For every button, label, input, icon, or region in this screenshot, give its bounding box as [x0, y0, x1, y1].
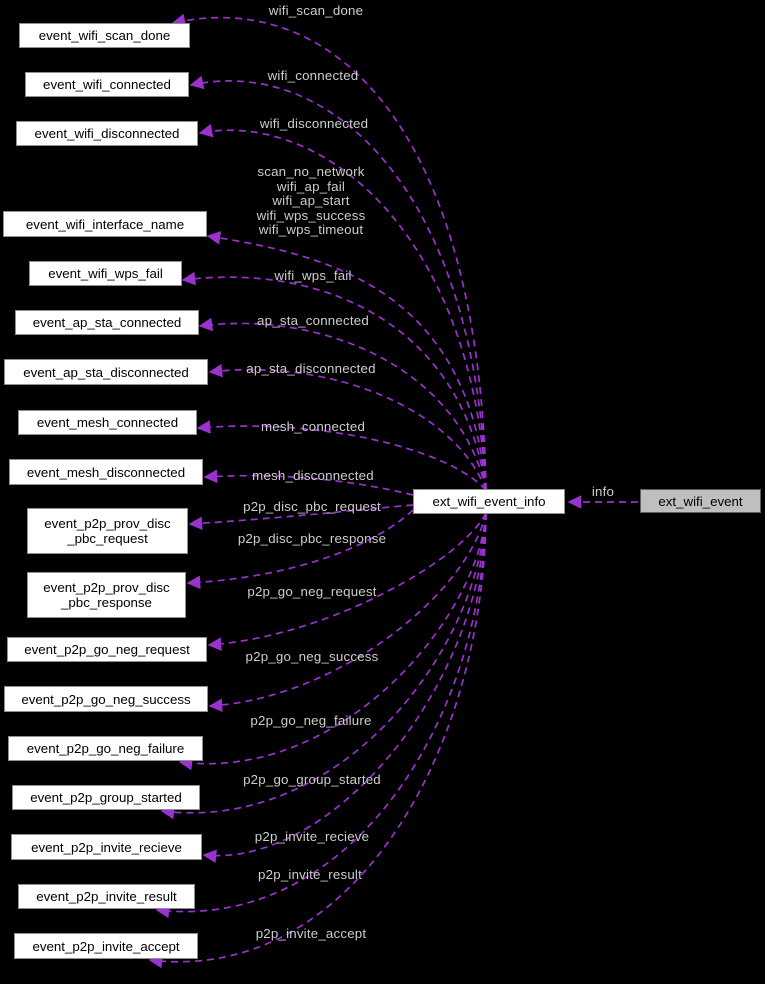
node-event_p2p_go_neg_request[interactable]: event_p2p_go_neg_request [7, 637, 207, 662]
edge-p2p_disc_pbc_response [186, 509, 414, 590]
edge-wifi_disconnected [198, 124, 487, 491]
node-event_wifi_interface_name[interactable]: event_wifi_interface_name [3, 211, 207, 237]
edge-p2p_go_neg_request [207, 512, 487, 651]
edge-label-info: info [591, 484, 615, 499]
edge-label-wifi_scan_done: wifi_scan_done [268, 3, 364, 18]
edge-wifi_connected [189, 75, 487, 491]
node-event_ap_sta_disconnected[interactable]: event_ap_sta_disconnected [4, 359, 208, 385]
edge-label-mesh_connected: mesh_connected [260, 419, 366, 434]
edge-label-p2p_invite_result: p2p_invite_result [258, 867, 362, 882]
edge-mesh_connected [196, 420, 487, 491]
node-event_p2p_group_started[interactable]: event_p2p_group_started [12, 785, 200, 810]
edge-label-p2p_go_group_started: p2p_go_group_started [243, 772, 381, 787]
node-event_ap_sta_connected[interactable]: event_ap_sta_connected [15, 310, 199, 335]
edge-wifi_wps_fail [181, 271, 487, 491]
node-event_p2p_invite_accept[interactable]: event_p2p_invite_accept [14, 933, 198, 959]
edge-p2p_invite_accept [148, 512, 487, 969]
edge-label-wifi_wps_fail: wifi_wps_fail [274, 268, 352, 283]
node-event_mesh_connected[interactable]: event_mesh_connected [18, 410, 197, 435]
edge-wifi_scan_done [171, 13, 487, 491]
edge-p2p_go_group_started [160, 512, 487, 820]
edge-label-ap_sta_connected: ap_sta_connected [257, 313, 369, 328]
node-ext_wifi_event_info[interactable]: ext_wifi_event_info [413, 489, 565, 514]
node-event_wifi_disconnected[interactable]: event_wifi_disconnected [16, 121, 198, 146]
edge-label-p2p_disc_pbc_request: p2p_disc_pbc_request [243, 499, 381, 514]
edge-label-wifi_connected: wifi_connected [267, 68, 359, 83]
edge-label-p2p_go_neg_request: p2p_go_neg_request [247, 584, 377, 599]
node-event_mesh_disconnected[interactable]: event_mesh_disconnected [9, 459, 203, 485]
node-event_p2p_prov_disc_pbc_response[interactable]: event_p2p_prov_disc _pbc_response [27, 572, 186, 618]
node-event_p2p_prov_disc_pbc_request[interactable]: event_p2p_prov_disc _pbc_request [27, 508, 188, 554]
edge-p2p_invite_result [155, 512, 487, 919]
node-event_p2p_invite_result[interactable]: event_p2p_invite_result [18, 884, 195, 909]
node-event_wifi_connected[interactable]: event_wifi_connected [25, 72, 189, 97]
node-event_p2p_go_neg_success[interactable]: event_p2p_go_neg_success [4, 686, 208, 712]
edge-wifi-interface-bundle [206, 231, 487, 491]
edge-p2p_invite_recieve [202, 512, 487, 864]
edge-label-p2p_invite_accept: p2p_invite_accept [255, 926, 367, 941]
node-event_wifi_wps_fail[interactable]: event_wifi_wps_fail [29, 261, 182, 286]
edge-p2p_disc_pbc_request [188, 504, 414, 531]
edge-ap_sta_connected [198, 317, 487, 491]
node-event_p2p_go_neg_failure[interactable]: event_p2p_go_neg_failure [8, 736, 203, 761]
edge-label-ap_sta_disconnected: ap_sta_disconnected [246, 361, 376, 376]
edge-label-p2p_go_neg_failure: p2p_go_neg_failure [250, 713, 372, 728]
edge-label-p2p_invite_recieve: p2p_invite_recieve [254, 829, 370, 844]
edge-label-wifi-interface-bundle: scan_no_network wifi_ap_fail wifi_ap_sta… [256, 164, 366, 237]
edge-ap_sta_disconnected [208, 363, 487, 491]
edge-label-p2p_disc_pbc_response: p2p_disc_pbc_response [237, 531, 387, 546]
edge-label-wifi_disconnected: wifi_disconnected [259, 116, 369, 131]
node-event_p2p_invite_recieve[interactable]: event_p2p_invite_recieve [11, 834, 202, 860]
edge-label-p2p_go_neg_success: p2p_go_neg_success [245, 649, 379, 664]
edge-label-mesh_disconnected: mesh_disconnected [252, 468, 374, 483]
edge-p2p_go_neg_success [208, 512, 487, 713]
node-event_wifi_scan_done[interactable]: event_wifi_scan_done [19, 23, 190, 48]
node-ext_wifi_event: ext_wifi_event [640, 489, 761, 513]
